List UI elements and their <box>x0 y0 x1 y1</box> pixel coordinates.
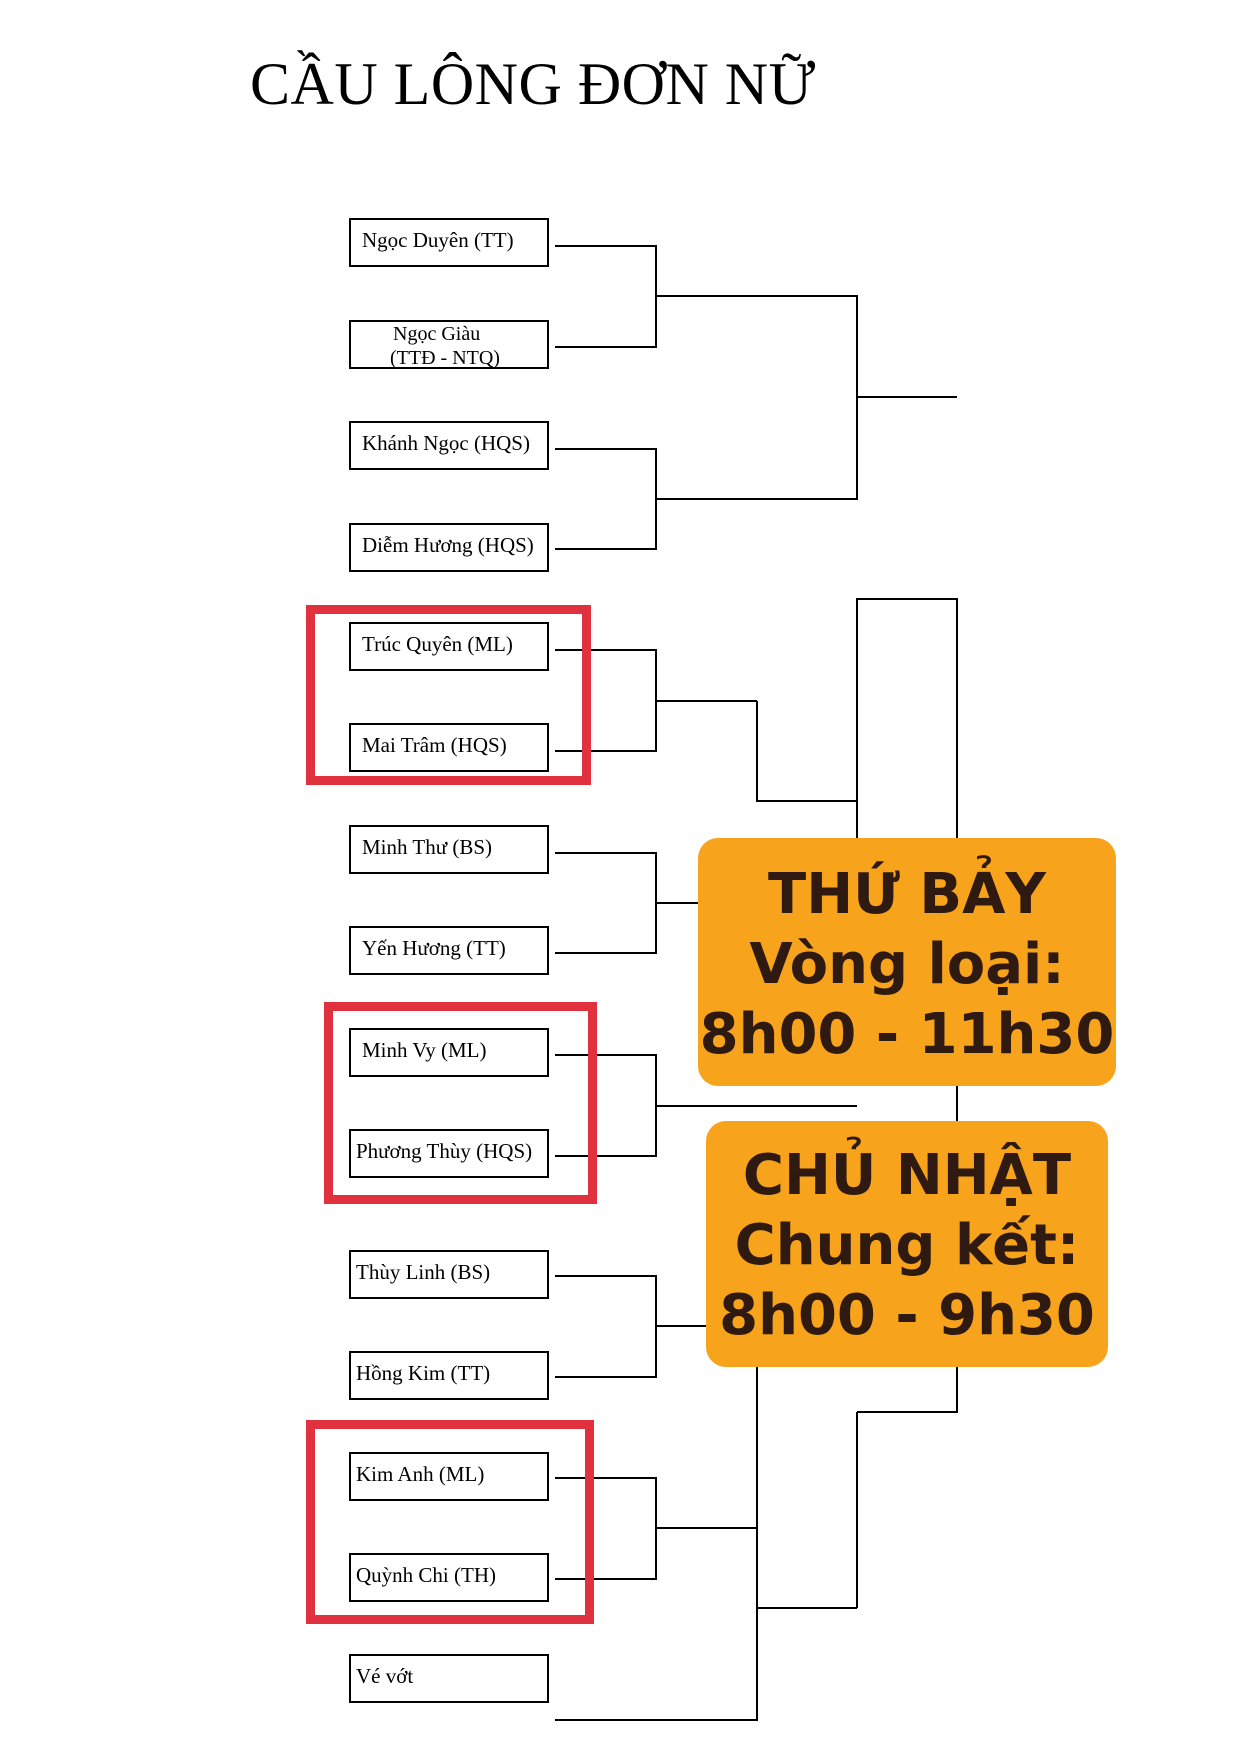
saturday-round: Vòng loại: <box>749 932 1065 997</box>
sunday-schedule-badge: CHỦ NHẬT Chung kết: 8h00 - 9h30 <box>706 1121 1108 1367</box>
player-slot: Minh Vy (ML) <box>349 1028 549 1077</box>
bracket-connector-r1-2 <box>555 448 657 550</box>
player-slot: Khánh Ngọc (HQS) <box>349 421 549 470</box>
highlight-box <box>306 1420 594 1624</box>
player-slot: Mai Trâm (HQS) <box>349 723 549 772</box>
sunday-label: CHỦ NHẬT <box>742 1143 1072 1208</box>
player-slot: Thùy Linh (BS) <box>349 1250 549 1299</box>
player-slot: Quỳnh Chi (TH) <box>349 1553 549 1602</box>
player-slot: Yến Hương (TT) <box>349 926 549 975</box>
bracket-connector-r2-4b <box>756 1326 857 1609</box>
player-slot: Vé vớt <box>349 1654 549 1703</box>
sunday-round: Chung kết: <box>734 1213 1080 1278</box>
bracket-connector-r1-4 <box>555 852 657 954</box>
highlight-box <box>306 605 591 785</box>
saturday-label: THỨ BẢY <box>768 862 1046 927</box>
page-title: CẦU LÔNG ĐƠN NỮ <box>250 51 816 117</box>
player-name-line: Ngọc Giàu <box>393 323 481 345</box>
bracket-connector-r2-1 <box>757 295 858 500</box>
saturday-time: 8h00 - 11h30 <box>699 1002 1115 1067</box>
player-slot: Ngọc Giàu (TTĐ - NTQ) <box>349 320 549 369</box>
bracket-connector-r3-1 <box>856 598 958 1413</box>
player-slot: Ngọc Duyên (TT) <box>349 218 549 267</box>
player-team-line: (TTĐ - NTQ) <box>390 347 500 369</box>
player-slot: Kim Anh (ML) <box>349 1452 549 1501</box>
player-slot: Minh Thư (BS) <box>349 825 549 874</box>
player-slot: Diễm Hương (HQS) <box>349 523 549 572</box>
player-slot: Hồng Kim (TT) <box>349 1351 549 1400</box>
sunday-time: 8h00 - 9h30 <box>719 1283 1095 1348</box>
bracket-connector-r1-1 <box>555 245 657 348</box>
highlight-box <box>324 1002 597 1204</box>
bracket-connector-r1-6 <box>555 1275 657 1378</box>
player-slot: Trúc Quyên (ML) <box>349 622 549 671</box>
player-slot: Phương Thùy (HQS) <box>349 1129 549 1178</box>
saturday-schedule-badge: THỨ BẢY Vòng loại: 8h00 - 11h30 <box>698 838 1116 1086</box>
